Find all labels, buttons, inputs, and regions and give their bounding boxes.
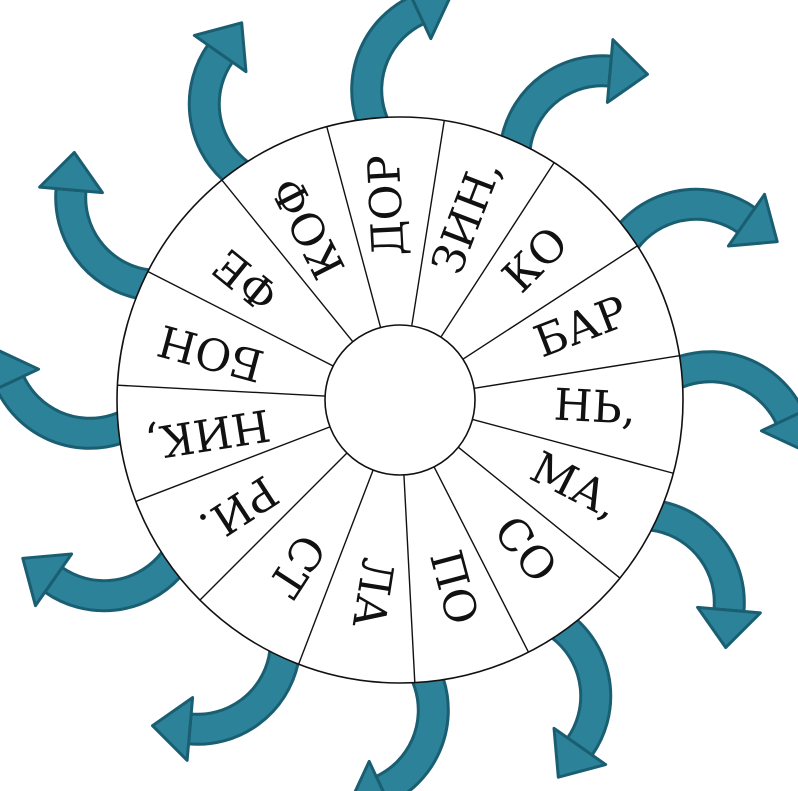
segment-label: ЛА (342, 554, 403, 631)
arrow-head-icon (40, 152, 103, 192)
center-hub (325, 325, 475, 475)
arrow-head-icon (698, 607, 761, 647)
arrow-head-icon (607, 40, 647, 103)
segment-label: ДОР (359, 153, 415, 257)
segment-label: НЬ, (553, 380, 638, 435)
arrow-head-icon (152, 698, 192, 761)
